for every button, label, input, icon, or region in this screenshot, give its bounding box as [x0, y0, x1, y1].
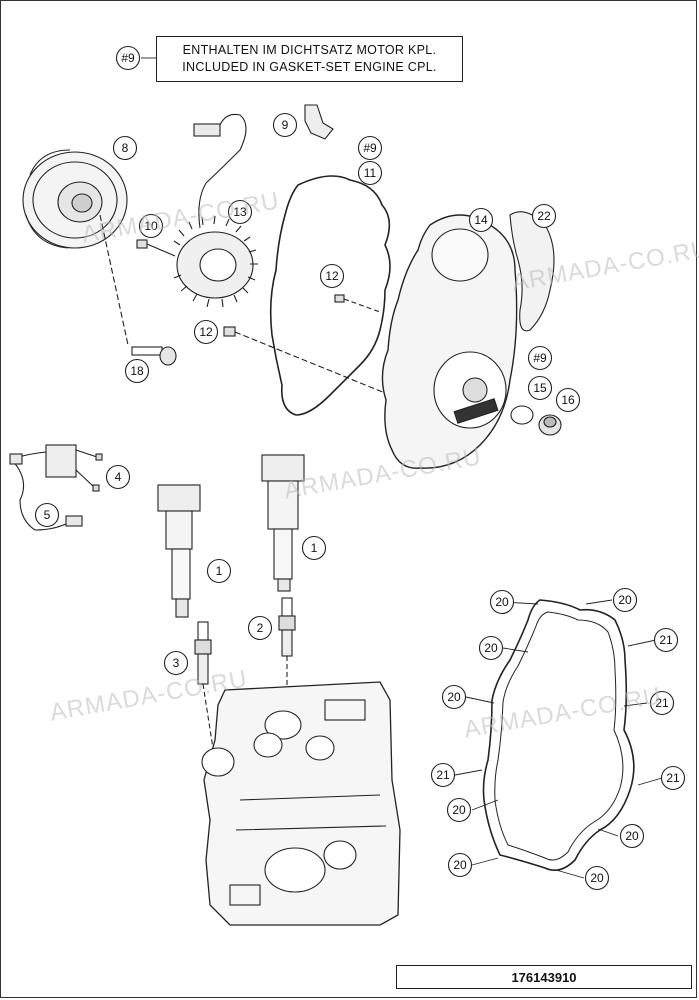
- bolt-18: [99, 214, 177, 366]
- callout-label-2: 8: [122, 141, 129, 155]
- callout-label-3: 9: [282, 118, 289, 132]
- callout-label-22: 20: [495, 595, 509, 609]
- callout-circle-16: [105, 464, 131, 490]
- callout-label-32: 20: [453, 858, 467, 872]
- figure-number: 176143910: [396, 965, 692, 989]
- callout-circle-1: [115, 45, 141, 71]
- callout-label-1: #9: [121, 51, 135, 65]
- callout-circle-4: [357, 135, 383, 161]
- callout-circle-20: [247, 615, 273, 641]
- callout-circle-31: [619, 823, 645, 849]
- bolt-10: [136, 239, 176, 257]
- callout-circle-24: [478, 635, 504, 661]
- callout-circle-12: [124, 358, 150, 384]
- gasket-note-box: ENTHALTEN IM DICHTSATZ MOTOR KPL. INCLUD…: [156, 36, 463, 82]
- callout-label-17: 5: [44, 508, 51, 522]
- callout-label-14: 15: [533, 381, 547, 395]
- callout-circle-17: [34, 502, 60, 528]
- callout-label-8: 14: [474, 213, 488, 227]
- callout-label-20: 2: [257, 621, 264, 635]
- clutch-cover-gasket: [482, 599, 635, 871]
- spark-plug-2: [278, 597, 296, 720]
- plug-16: [538, 414, 562, 436]
- callout-circle-7: [227, 199, 253, 225]
- callout-label-15: 16: [561, 393, 575, 407]
- callout-label-19: 1: [311, 541, 318, 555]
- flywheel-rotor: [22, 149, 128, 249]
- callout-label-12: 18: [130, 364, 144, 378]
- callout-circle-5: [357, 160, 383, 186]
- callout-circle-27: [649, 690, 675, 716]
- note-line-german: ENTHALTEN IM DICHTSATZ MOTOR KPL.: [182, 43, 437, 57]
- callout-circle-18: [206, 558, 232, 584]
- o-ring-15: [510, 405, 534, 425]
- callout-label-29: 21: [666, 771, 680, 785]
- callout-circle-23: [612, 587, 638, 613]
- callout-circle-6: [138, 213, 164, 239]
- callout-circle-3: [272, 112, 298, 138]
- callout-label-23: 20: [618, 593, 632, 607]
- note-line-english: INCLUDED IN GASKET-SET ENGINE CPL.: [182, 60, 437, 74]
- callout-circle-29: [660, 765, 686, 791]
- callout-circle-28: [430, 762, 456, 788]
- ignition-cover-14: [381, 214, 518, 469]
- callout-label-30: 20: [452, 803, 466, 817]
- callout-circle-2: [112, 135, 138, 161]
- callout-label-25: 21: [659, 633, 673, 647]
- spark-plug-3: [194, 621, 215, 756]
- callout-circle-25: [653, 627, 679, 653]
- callout-label-16: 4: [115, 470, 122, 484]
- callout-label-5: 11: [364, 166, 377, 180]
- ignition-coil-left: [157, 484, 201, 618]
- bolt-12-a: [334, 294, 381, 313]
- callout-label-4: #9: [363, 141, 377, 155]
- callout-label-24: 20: [484, 641, 498, 655]
- callout-circle-26: [441, 684, 467, 710]
- callout-label-27: 21: [655, 696, 669, 710]
- callout-label-13: #9: [533, 351, 547, 365]
- callout-label-11: 12: [199, 325, 213, 339]
- sensor-4: [45, 444, 103, 492]
- callout-label-9: 22: [537, 209, 551, 223]
- callout-label-6: 10: [144, 219, 158, 233]
- cover-gasket-11: [269, 175, 391, 416]
- callout-label-21: 3: [173, 656, 180, 670]
- callout-label-18: 1: [216, 564, 223, 578]
- callout-circle-21: [163, 650, 189, 676]
- callout-label-33: 20: [590, 871, 604, 885]
- callout-circle-15: [555, 387, 581, 413]
- callout-label-26: 20: [447, 690, 461, 704]
- cable-5-plug: [9, 453, 23, 465]
- callout-circle-8: [468, 207, 494, 233]
- callout-circle-33: [584, 865, 610, 891]
- callout-label-10: 12: [325, 269, 339, 283]
- callout-circle-9: [531, 203, 557, 229]
- stator: [173, 113, 258, 308]
- callout-circle-11: [193, 319, 219, 345]
- callout-circle-32: [447, 852, 473, 878]
- callout-circle-30: [446, 797, 472, 823]
- callout-circle-13: [527, 345, 553, 371]
- ignition-coil-right: [261, 454, 305, 592]
- cable-5-connector: [65, 515, 83, 527]
- callout-label-7: 13: [233, 205, 247, 219]
- callout-circle-14: [527, 375, 553, 401]
- callout-label-31: 20: [625, 829, 639, 843]
- cylinder-head: [201, 681, 401, 926]
- callout-circle-22: [489, 589, 515, 615]
- callout-label-28: 21: [436, 768, 450, 782]
- callout-circle-10: [319, 263, 345, 289]
- callout-circle-19: [301, 535, 327, 561]
- clip-9: [304, 104, 334, 140]
- bolt-12-b: [223, 326, 391, 396]
